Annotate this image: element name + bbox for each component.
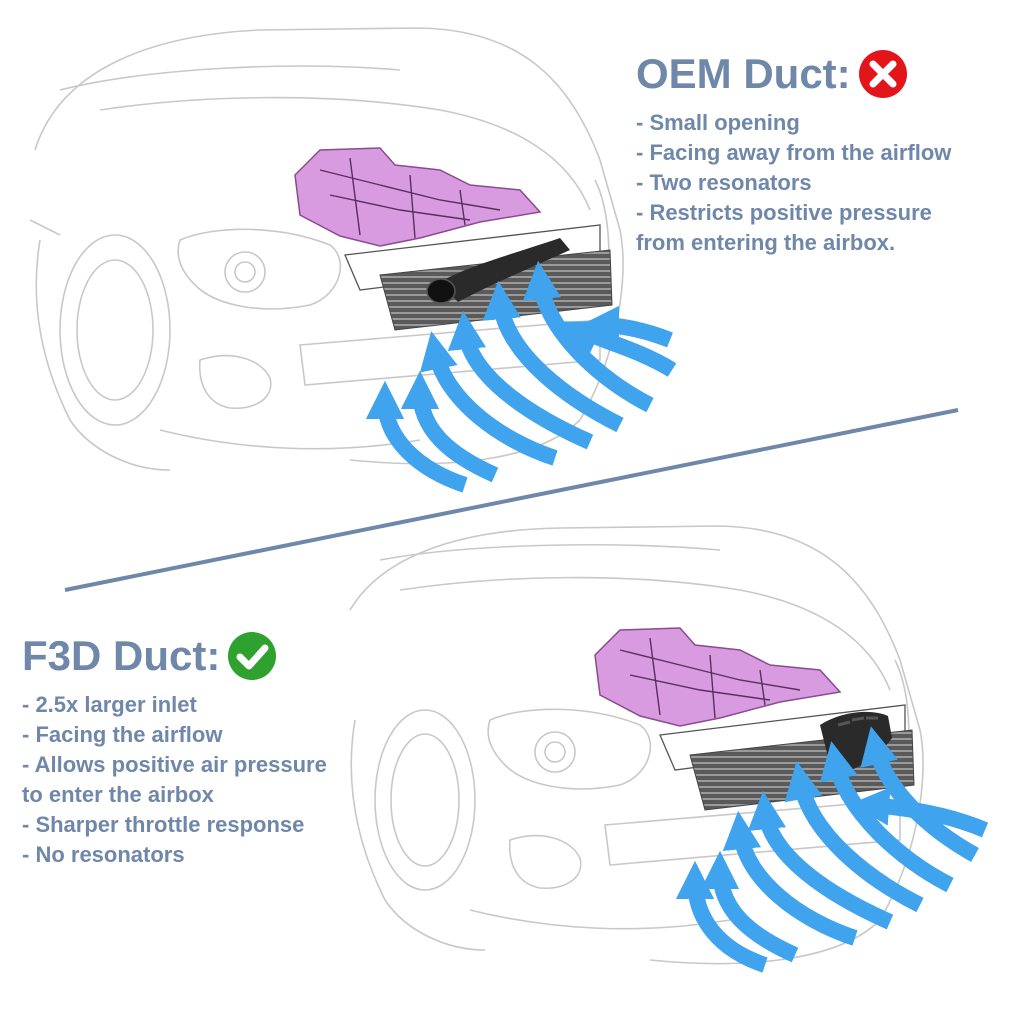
oem-bullet: - Two resonators [636, 170, 812, 195]
f3d-bullet: to enter the airbox [22, 782, 214, 807]
oem-duct-title: OEM Duct: [636, 50, 851, 97]
f3d-duct-title: F3D Duct: [22, 632, 221, 679]
oem-bullet: from entering the airbox. [636, 230, 896, 255]
f3d-duct-panel: F3D Duct: - 2.5x larger inlet - Facing t… [22, 630, 392, 870]
f3d-bullet: - No resonators [22, 842, 185, 867]
oem-bullet: - Small opening [636, 110, 800, 135]
oem-bullet: - Facing away from the airflow [636, 140, 952, 165]
airflow-arrows-f3d [675, 726, 989, 973]
f3d-bullet: - Allows positive air pressure [22, 752, 327, 777]
f3d-bullet: - 2.5x larger inlet [22, 692, 197, 717]
oem-bullet: - Restricts positive pressure [636, 200, 932, 225]
f3d-duct-title-row: F3D Duct: [22, 630, 392, 682]
engine-bay-oem [294, 147, 613, 331]
divider-line [64, 408, 959, 592]
oem-duct-panel: OEM Duct: - Small opening - Facing away … [636, 48, 1006, 258]
airflow-arrows-oem [365, 260, 677, 493]
oem-duct-bullets: - Small opening - Facing away from the a… [636, 108, 1006, 258]
x-mark-icon [858, 50, 907, 98]
f3d-duct-bullets: - 2.5x larger inlet - Facing the airflow… [22, 690, 392, 870]
f3d-bullet: - Facing the airflow [22, 722, 223, 747]
oem-duct-title-row: OEM Duct: [636, 48, 1006, 100]
oem-intake-duct [426, 238, 570, 304]
check-mark-icon [228, 632, 277, 680]
f3d-bullet: - Sharper throttle response [22, 812, 305, 837]
